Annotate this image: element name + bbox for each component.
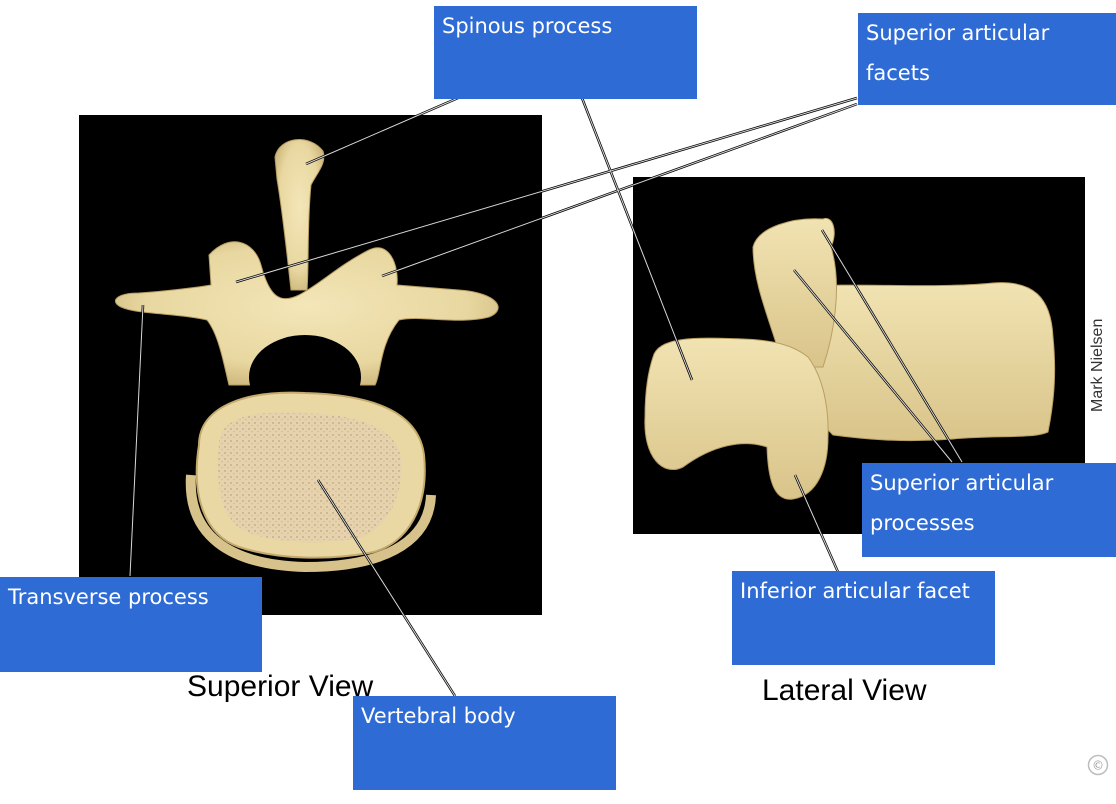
superior-view-photo	[79, 115, 542, 615]
label-spinous-process: Spinous process	[434, 6, 697, 99]
copyright-icon: ©	[1087, 754, 1109, 776]
label-vertebral-body: Vertebral body	[353, 696, 616, 790]
svg-text:©: ©	[1092, 759, 1104, 773]
label-superior-articular-facets: Superior articular facets	[858, 13, 1116, 105]
label-superior-articular-processes: Superior articular processes	[862, 463, 1116, 557]
caption-lateral-view: Lateral View	[762, 674, 927, 707]
label-transverse-process: Transverse process	[0, 577, 262, 672]
photo-credit: Mark Nielsen	[1089, 319, 1106, 412]
svg-text:Mark Nielsen: Mark Nielsen	[1089, 319, 1106, 412]
label-inferior-articular-facet: Inferior articular facet	[732, 571, 995, 665]
caption-superior-view: Superior View	[187, 670, 374, 703]
superior-vertebra-illustration	[115, 139, 499, 573]
